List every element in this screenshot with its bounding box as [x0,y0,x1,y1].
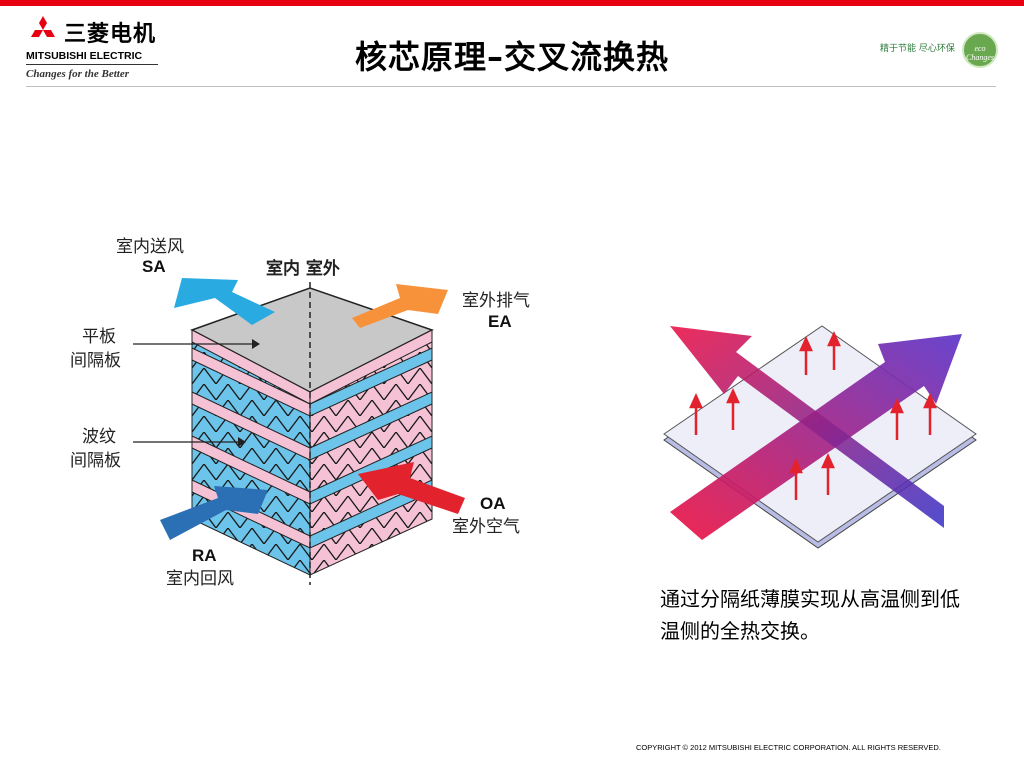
heat-exchange-caption: 通过分隔纸薄膜实现从高温侧到低温侧的全热交换。 [660,587,960,643]
heat-transfer-arrows [689,330,937,500]
supply-air-label: 室内送风 [116,237,184,257]
three-diamonds-icon [31,16,55,37]
core-layers [190,287,434,576]
flat-plate-pointer-head [252,339,260,349]
exhaust-air-arrow [352,284,448,328]
page-title: 核芯原理–交叉流换热 [354,38,669,76]
corrugated-plate-label-2: 间隔板 [70,451,121,471]
exhaust-air-code: EA [488,312,512,331]
mitsubishi-logo: 三菱电机 MITSUBISHI ELECTRIC Changes for the… [26,16,166,82]
cool-flow-arrow [670,326,944,528]
warm-to-cool-flow-arrow [670,334,962,540]
header-divider [26,86,996,87]
corrugated-plate-label-1: 波纹 [82,427,116,447]
return-air-label: 室内回风 [166,569,234,589]
brand-top-bar [0,0,1024,6]
return-air-arrow [160,486,268,540]
flat-plate-label-2: 间隔板 [70,351,121,371]
supply-air-code: SA [142,257,166,276]
indoor-outdoor-label: 室内 室外 [266,259,340,279]
return-air-code: RA [192,546,217,565]
flat-plate-label-1: 平板 [82,327,116,347]
brand-name-cn: 三菱电机 [64,22,157,47]
exhaust-air-label: 室外排气 [462,291,530,311]
copyright-notice: COPYRIGHT © 2012 MITSUBISHI ELECTRIC COR… [636,743,941,752]
outdoor-air-label: 室外空气 [452,517,520,537]
corrugated-plate-pointer-head [238,437,246,447]
outdoor-air-arrow [358,462,465,514]
eco-changes-icon: eco Changes [962,32,998,68]
supply-air-arrow [174,278,275,325]
eco-slogan: 精于节能 尽心环保 [880,44,955,54]
logo-divider [26,64,158,65]
eco-badge-text: eco Changes [966,44,994,62]
brand-name-en: MITSUBISHI ELECTRIC [26,50,143,62]
brand-tagline: Changes for the Better [26,68,129,80]
outdoor-air-code: OA [480,494,506,513]
